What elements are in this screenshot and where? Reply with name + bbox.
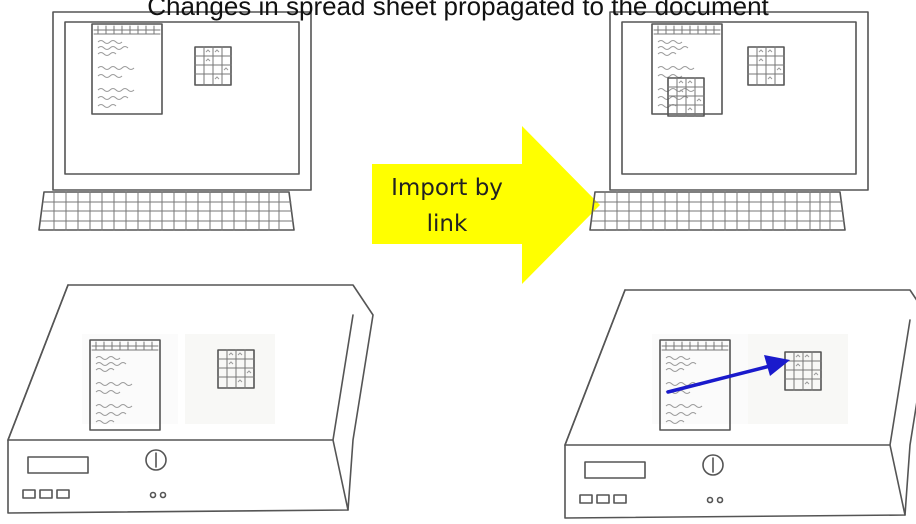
after-monitor bbox=[610, 12, 868, 190]
before-monitor bbox=[53, 12, 311, 190]
before-computer bbox=[8, 285, 373, 513]
arrow-label: Import by link bbox=[372, 170, 522, 242]
arrow-label-line1: Import by bbox=[372, 170, 522, 206]
before-keyboard bbox=[39, 192, 294, 230]
page-title: Changes in spread sheet propagated to th… bbox=[0, 0, 916, 22]
arrow-label-line2: link bbox=[372, 206, 522, 242]
after-computer bbox=[565, 290, 916, 518]
after-keyboard bbox=[590, 192, 845, 230]
